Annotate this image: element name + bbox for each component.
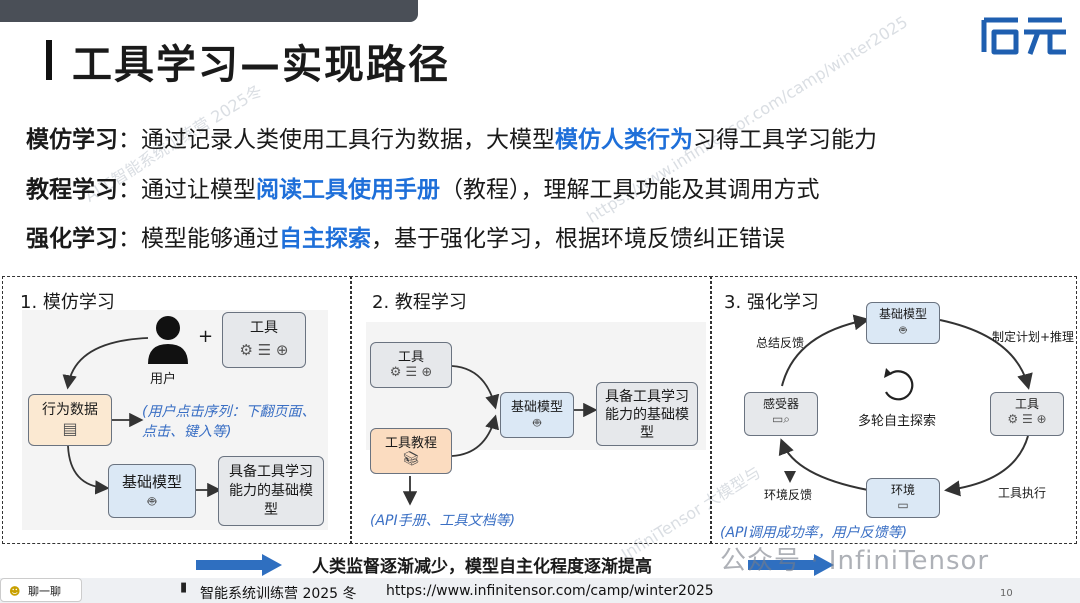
base-model-box: 基础模型 🤖︎ [108, 464, 196, 518]
mouse-cursor-icon: ▮ [180, 580, 188, 595]
line-highlight: 阅读工具使用手册 [256, 177, 440, 203]
result-model-box: 具备工具学习能力的基础模型 [218, 456, 324, 526]
book-stack-icon: 📚︎ [402, 451, 420, 467]
tool-execution-label: 工具执行 [998, 486, 1047, 500]
environment-feedback-label: 环境反馈 [764, 488, 813, 502]
panel-reinforcement-cycle [778, 314, 1033, 497]
chat-emoji-icon: ☻ [9, 585, 21, 598]
description-line-reinforcement: 强化学习：模型能够通过自主探索，基于强化学习，根据环境反馈纠正错误 [26, 219, 785, 253]
panel-frame-tutorial [350, 276, 712, 544]
camp-url-link[interactable]: https://www.infinitensor.com/camp/winter… [386, 583, 714, 599]
tool-label: 工具 [250, 320, 278, 336]
tool-icons: ⚙ ☰ ⊕ [239, 341, 289, 359]
tool-label: 工具 [1014, 397, 1039, 411]
center-label: 多轮自主探索 [858, 414, 937, 429]
line-highlight: 自主探索 [279, 226, 371, 252]
line-text: ：模型能够通过 [118, 226, 279, 252]
tool-icons: ⚙ ☰ ⊕ [389, 365, 433, 380]
reinforcement-note: (API调用成功率，用户反馈等) [720, 525, 908, 541]
panel-imitation-arrows [62, 316, 222, 498]
panel-frame-imitation [2, 276, 352, 544]
plan-reasoning-label: 制定计划+推理 [992, 330, 1075, 344]
sensor-box: 感受器 ▭⌕ [744, 392, 818, 436]
robot-icon: 🤖︎ [533, 416, 541, 431]
line-label: 模仿学习 [26, 127, 118, 153]
line-text: ：通过记录人类使用工具行为数据，大模型 [118, 127, 555, 153]
behavior-data-box: 行为数据 ▤ [28, 394, 112, 446]
base-model-label: 基础模型 [510, 400, 563, 415]
line-label: 教程学习 [26, 177, 118, 203]
panel-tutorial-arrows [402, 365, 598, 506]
description-line-imitation: 模仿学习：通过记录人类使用工具行为数据，大模型模仿人类行为习得工具学习能力 [26, 120, 877, 154]
progress-arrow-right-icon [748, 554, 834, 576]
environment-label: 环境 [890, 483, 915, 497]
user-icon [148, 316, 188, 364]
refresh-cycle-icon [884, 368, 914, 401]
base-model-box: 基础模型 🤖︎ [500, 392, 574, 438]
tool-box: 工具 ⚙ ☰ ⊕ [370, 342, 452, 388]
window-top-bar [0, 0, 418, 22]
brand-logo-icon [981, 17, 1066, 55]
plus-sign: + [198, 326, 214, 347]
line-text: 习得工具学习能力 [693, 127, 877, 153]
bottom-caption: 人类监督逐渐减少，模型自主化程度逐渐提高 [312, 557, 652, 577]
line-highlight: 模仿人类行为 [555, 127, 693, 153]
tool-icons: ⚙ ☰ ⊕ [1007, 412, 1047, 426]
base-model-label: 基础模型 [878, 307, 927, 321]
behavior-note: (用户点击序列：下翻页面、点击、键入等) [142, 404, 316, 440]
monitor-icon: ▭ [897, 498, 909, 512]
user-label: 用户 [150, 372, 177, 387]
line-text: ：通过让模型 [118, 177, 256, 203]
robot-icon: 🤖︎ [147, 494, 157, 510]
behavior-label: 行为数据 [42, 402, 98, 418]
progress-arrow-left-icon [196, 554, 282, 576]
account-watermark: 公众号 · InfiniTensor [720, 546, 990, 576]
summary-feedback-label: 总结反馈 [756, 336, 805, 350]
title-accent-bar [46, 40, 52, 80]
base-model-box: 基础模型 🤖︎ [866, 302, 940, 344]
page-number: 10 [1000, 588, 1013, 599]
panel-title: 3. 强化学习 [724, 292, 819, 313]
tool-box: 工具 ⚙ ☰ ⊕ [990, 392, 1064, 436]
line-label: 强化学习 [26, 226, 118, 252]
chat-button[interactable]: ☻ 聊一聊 [0, 578, 82, 602]
line-text: ，基于强化学习，根据环境反馈纠正错误 [371, 226, 785, 252]
tutorial-note: (API手册、工具文档等) [370, 513, 516, 529]
robot-icon: 🤖︎ [899, 323, 907, 337]
tutorial-box: 工具教程 📚︎ [370, 428, 452, 474]
panel-title: 2. 教程学习 [372, 292, 467, 313]
brand-logo [980, 12, 1068, 58]
panel-title: 1. 模仿学习 [20, 292, 115, 313]
panel-frame-reinforcement [710, 276, 1077, 544]
document-icon: ▤ [62, 419, 78, 438]
result-model-box: 具备工具学习能力的基础模型 [596, 382, 698, 446]
page-title: 工具学习—实现路径 [72, 42, 450, 88]
line-text: （教程），理解工具功能及其调用方式 [440, 177, 820, 203]
chat-label: 聊一聊 [27, 585, 61, 598]
sensor-label: 感受器 [762, 397, 799, 411]
tool-box: 工具 ⚙ ☰ ⊕ [222, 312, 306, 368]
sensor-icon: ▭⌕ [771, 412, 791, 426]
environment-box: 环境 ▭ [866, 478, 940, 518]
footer-bar [0, 578, 1080, 603]
camp-label: 智能系统训练营 2025 冬 [200, 586, 357, 602]
description-line-tutorial: 教程学习：通过让模型阅读工具使用手册（教程），理解工具功能及其调用方式 [26, 170, 820, 204]
tutorial-label: 工具教程 [384, 436, 437, 451]
tool-label: 工具 [397, 350, 424, 365]
base-model-label: 基础模型 [121, 473, 182, 491]
